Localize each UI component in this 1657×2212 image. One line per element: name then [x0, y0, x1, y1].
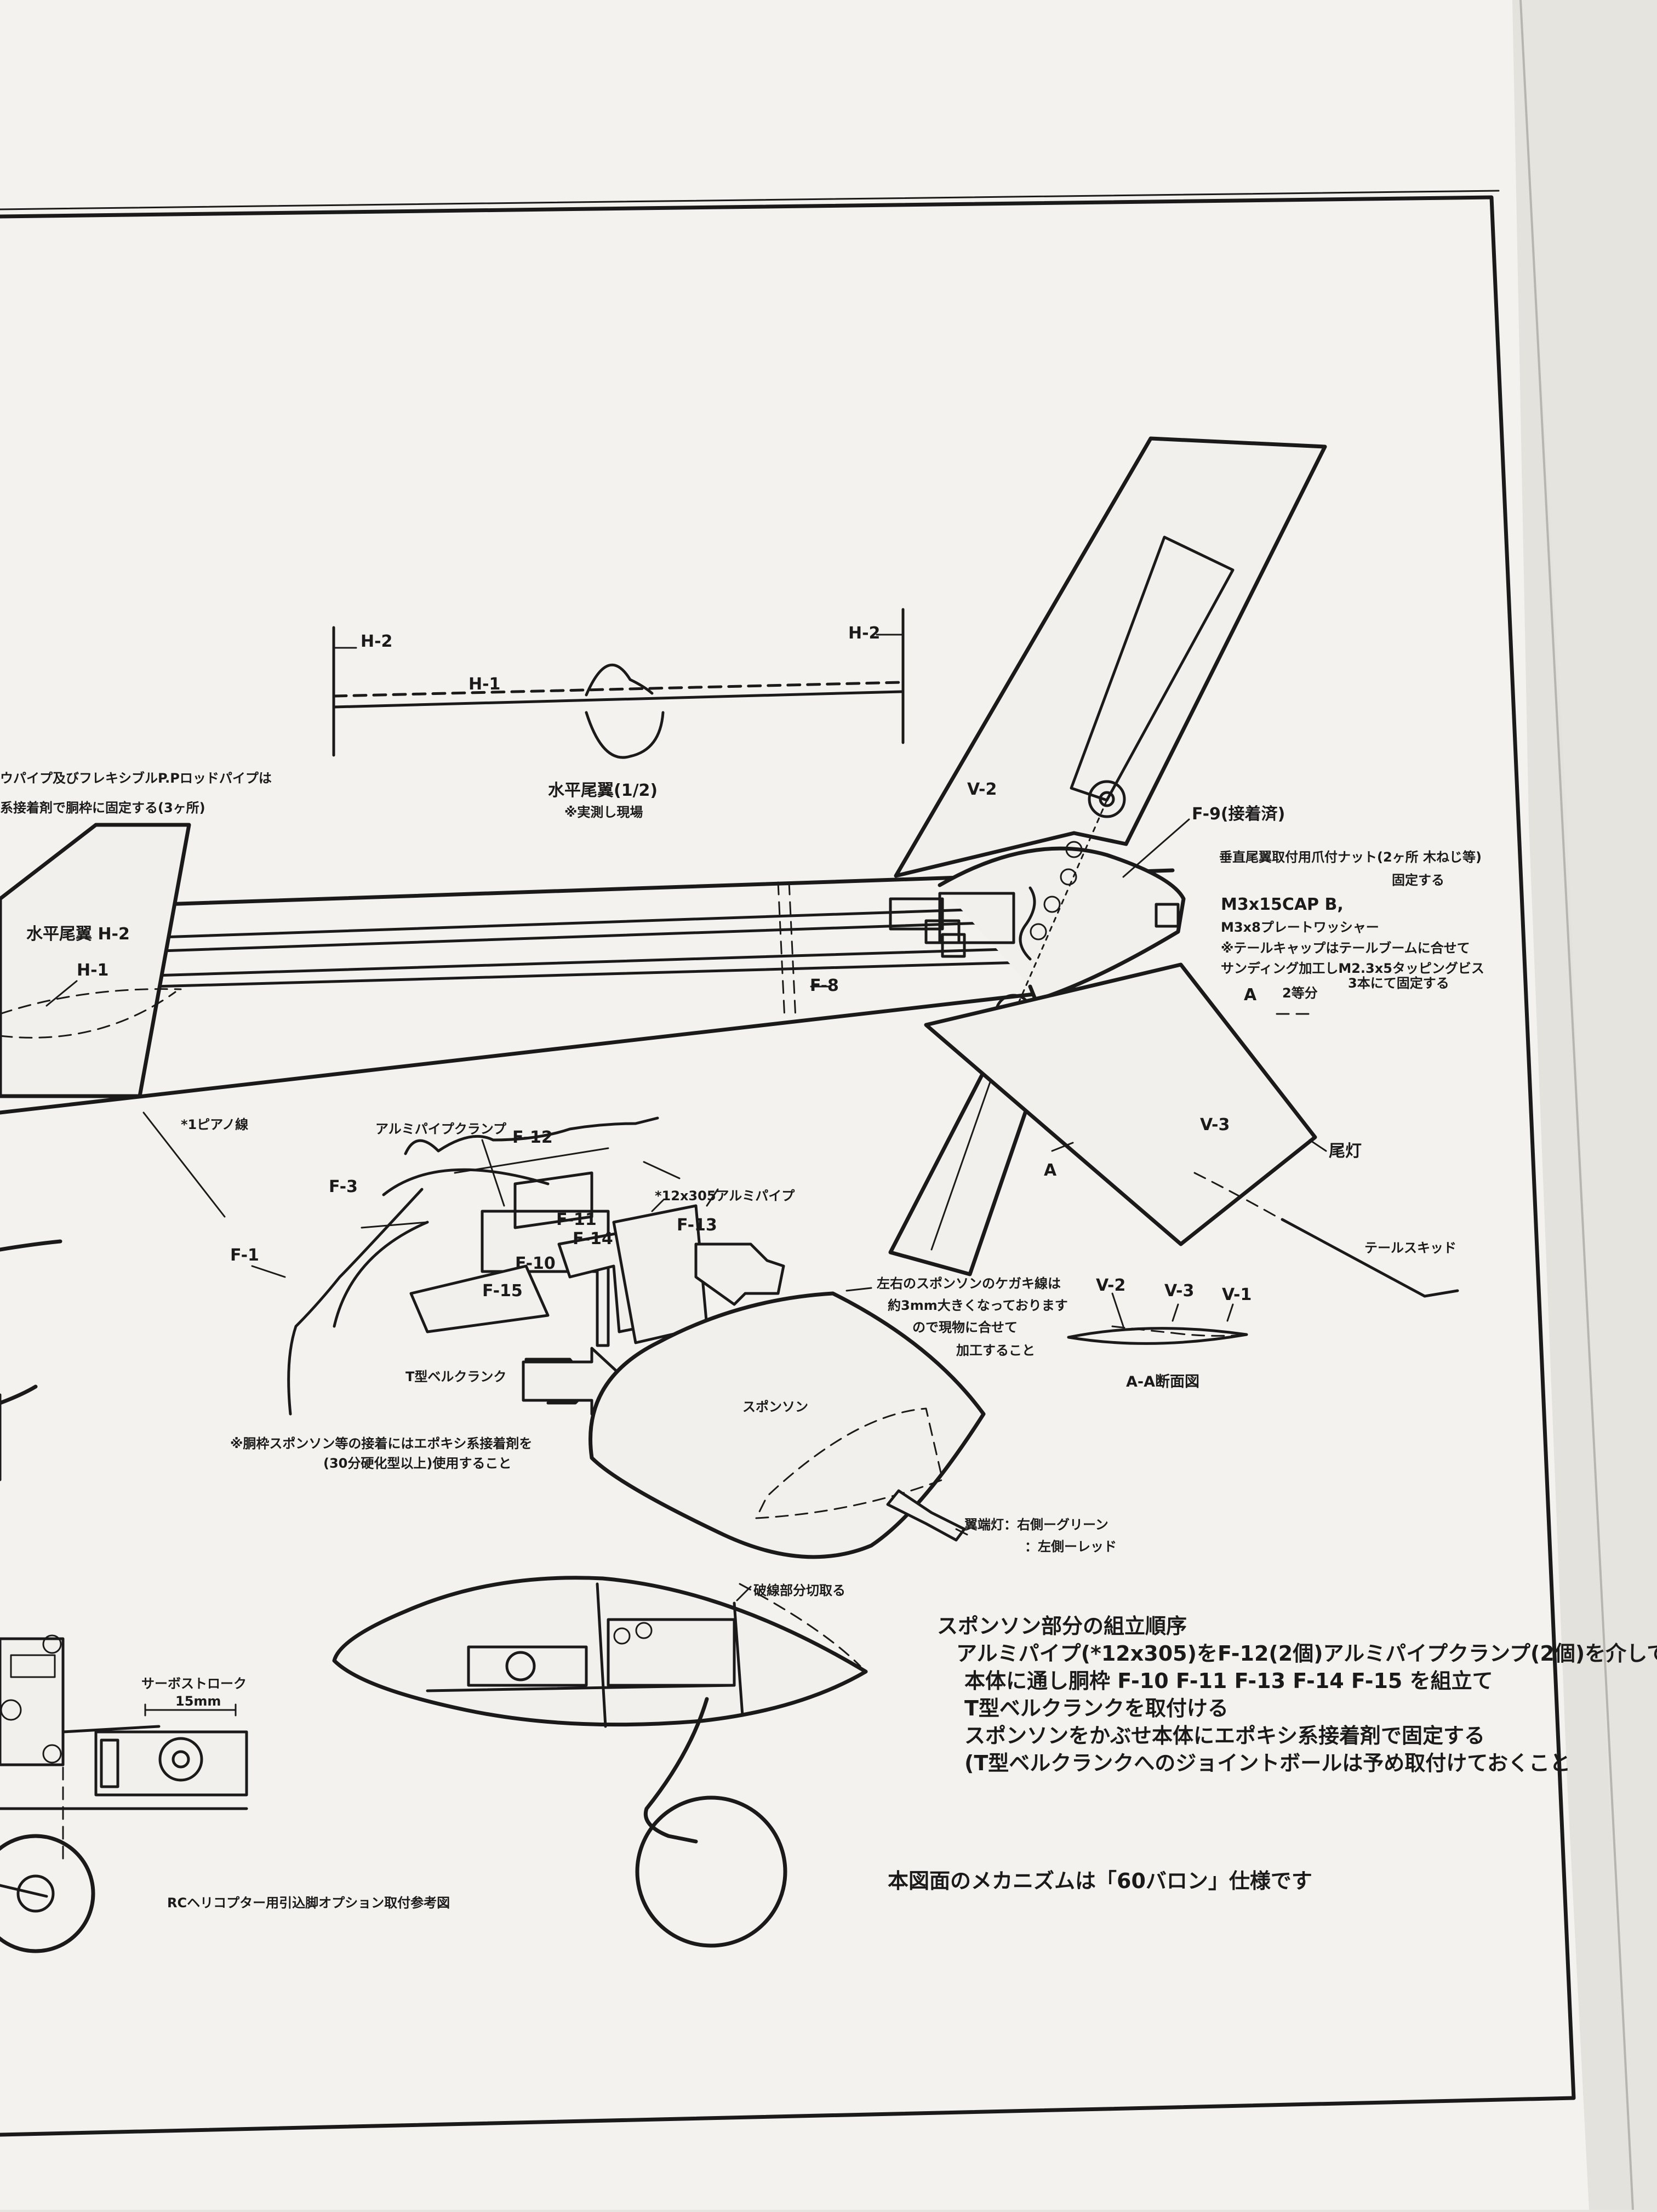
assembly-step-3: T型ベルクランクを取付ける — [964, 1696, 1229, 1720]
label-hstab-half: 水平尾翼(1/2) — [548, 781, 658, 800]
label-cut-note: 破線部分切取る — [753, 1583, 845, 1598]
label-tailcap-3: 3本にて固定する — [1348, 976, 1449, 991]
label-pipe-note-1: ウパイプ及びフレキシブルP.Pロッドパイプは — [0, 771, 272, 786]
label-sponson-note-4: 加工すること — [956, 1343, 1035, 1358]
retract-servo-view: サーボストローク 15mm RCヘリコプター用引込脚オプション取付参考図 — [0, 1634, 450, 1953]
label-sec-v2: V-2 — [1096, 1276, 1125, 1295]
spec-note: 本図面のメカニズムは「60バロン」仕様です — [888, 1869, 1312, 1893]
label-f10: F-10 — [515, 1254, 556, 1273]
label-t-bellcrank: T型ベルクランク — [405, 1369, 506, 1384]
label-retract-ref: RCヘリコプター用引込脚オプション取付参考図 — [167, 1895, 450, 1911]
sponson-side-view: 破線部分切取る — [332, 1576, 868, 1948]
label-f15: F-15 — [482, 1281, 523, 1301]
assembly-step-2: 本体に通し胴枠 F-10 F-11 F-13 F-14 F-15 を組立て — [964, 1669, 1493, 1693]
label-v2: V-2 — [967, 780, 997, 799]
paper-fold-shadow — [1512, 0, 1633, 2210]
assembly-title: スポンソン部分の組立順序 — [937, 1614, 1187, 1638]
label-wing-light-2: ：左側ーレッド — [1025, 1539, 1117, 1554]
label-wing-light-1: 翼端灯：右側ーグリーン — [964, 1517, 1109, 1532]
label-f3: F-3 — [329, 1177, 358, 1196]
label-f13: F-13 — [677, 1216, 717, 1235]
label-tailcap-1: ※テールキャップはテールブームに合せて — [1221, 940, 1470, 956]
label-pipe-note-2: 系接着剤で胴枠に固定する(3ヶ所) — [0, 800, 205, 816]
label-sec-v1: V-1 — [1222, 1285, 1252, 1304]
label-f11: F-11 — [556, 1210, 597, 1229]
label-tail-skid: テールスキッド — [1364, 1240, 1456, 1256]
sponson-shell: スポンソン 翼端灯：右側ーグリーン ：左側ーレッド 左右のスポンソンのケガキ線は… — [588, 1276, 1117, 1559]
assembly-step-4: スポンソンをかぶせ本体にエポキシ系接着剤で固定する — [964, 1724, 1485, 1748]
label-stroke-mm: 15mm — [175, 1694, 221, 1709]
label-epoxy-2: (30分硬化型以上)使用すること — [323, 1456, 511, 1471]
label-servo-stroke: サーボストローク — [141, 1676, 247, 1691]
label-h1-mid: H-1 — [77, 961, 108, 980]
frame-border — [0, 195, 1576, 2137]
label-f1: F-1 — [230, 1246, 259, 1265]
label-f8: F-8 — [810, 976, 839, 995]
label-hstab-h2: 水平尾翼 H-2 — [26, 925, 130, 944]
label-a-mark-1: A — [1244, 985, 1257, 1005]
label-m3washer: M3x8プレートワッシャー — [1221, 920, 1379, 935]
hstab-h2-end: 水平尾翼 H-2 H-1 — [0, 823, 191, 1098]
label-h2-left: H-2 — [361, 632, 392, 651]
assembly-step-1: アルミパイプ(*12x305)をF-12(2個)アルミパイプクランプ(2個)を介… — [956, 1641, 1657, 1666]
label-sponson: スポンソン — [742, 1399, 808, 1415]
label-sec-v3: V-3 — [1164, 1281, 1194, 1301]
label-hstab-half-note: ※実測し現場 — [564, 805, 643, 820]
label-vstab-nut-1: 垂直尾翼取付用爪付ナット(2ヶ所 木ねじ等) — [1219, 850, 1482, 865]
label-sponson-note-1: 左右のスポンソンのケガキ線は — [877, 1276, 1061, 1291]
sponson-frame-assembly: アルミパイプクランプ F-12 F-3 F-11 F-14 *12x305アルミ… — [230, 1116, 795, 1416]
label-tail-light: 尾灯 — [1329, 1142, 1362, 1161]
label-v3: V-3 — [1200, 1115, 1230, 1134]
vertical-fin-v3: V-3 尾灯 テールスキッド A — [924, 962, 1459, 1298]
label-a-mark-3: A — [1044, 1161, 1057, 1180]
paper-edge — [1519, 0, 1634, 2210]
aa-section-view: V-2 V-3 V-1 A-A断面図 — [1067, 1276, 1252, 1390]
label-tailcap-2: サンディング加工しM2.3x5タッピングビス — [1221, 961, 1484, 976]
label-sponson-note-3: ので現物に合せて — [912, 1320, 1018, 1335]
label-f14: F-14 — [573, 1229, 613, 1248]
label-h1-top: H-1 — [468, 675, 500, 694]
label-sponson-note-2: 約3mm大きくなっております — [888, 1298, 1068, 1313]
fuselage-partial — [0, 1239, 62, 1481]
label-f12: F-12 — [512, 1128, 553, 1147]
label-piano-wire: *1ピアノ線 — [181, 1117, 248, 1132]
label-pipe12: *12x305アルミパイプ — [655, 1188, 795, 1204]
label-f9: F-9(接着済) — [1192, 805, 1285, 824]
label-m3cap: M3x15CAP B, — [1221, 895, 1344, 914]
assembly-step-5: (T型ベルクランクへのジョイントボールは予め取付けておくこと — [964, 1751, 1570, 1775]
label-vstab-nut-2: 固定する — [1392, 873, 1444, 888]
label-epoxy-1: ※胴枠スポンソン等の接着にはエポキシ系接着剤を — [230, 1436, 532, 1451]
label-aa-section: A-A断面図 — [1126, 1373, 1199, 1390]
tail-rotor-hub — [889, 780, 1186, 1032]
frame-border-outer — [0, 190, 1500, 210]
label-a-mark-2: 2等分 — [1282, 985, 1318, 1001]
label-alu-clamp: アルミパイプクランプ — [375, 1121, 507, 1137]
label-h2-right: H-2 — [848, 624, 880, 643]
hstab-half-view: H-2 H-2 H-1 水平尾翼(1/2) ※実測し現場 — [332, 608, 905, 820]
